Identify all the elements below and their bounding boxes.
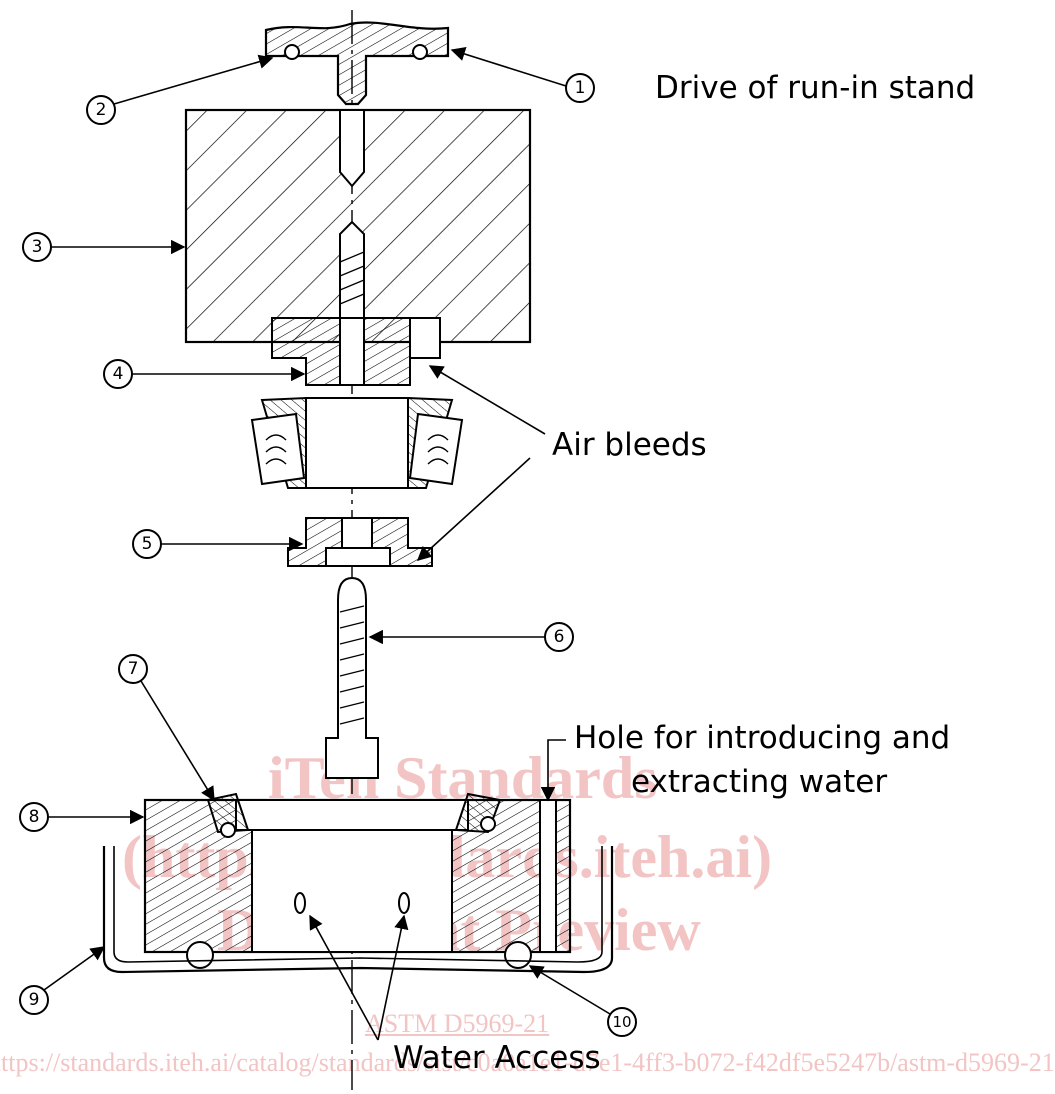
lower-cap [287,517,433,567]
callout-circles [19,73,637,1037]
bearing-unit [250,396,464,489]
drive-label: Drive of run-in stand [655,70,976,106]
callout-3: 3 [32,237,43,257]
callout-10: 10 [612,1013,631,1031]
callout-9: 9 [29,990,40,1010]
hole-label-line2: extracting water [631,764,888,800]
diagram-stage: iTeh Standards (https://standards.iteh.a… [0,10,1055,1090]
water-access-label: Water Access [393,1040,601,1076]
callout-6: 6 [554,627,565,647]
callout-2: 2 [96,100,107,120]
leader-lines [43,47,611,1041]
bolt [325,576,379,779]
callout-4: 4 [113,364,124,384]
drive-head [264,21,450,106]
callout-8: 8 [29,807,40,827]
upper-block [184,108,532,344]
hole-label-line1: Hole for introducing and [574,720,951,756]
callout-5: 5 [142,534,153,554]
base-tray [102,846,614,974]
assembly-drawing: 1 2 3 4 5 6 7 8 9 10 [19,10,637,1090]
callout-1: 1 [575,78,586,98]
watermark-standard: ASTM D5969-21 [365,1009,550,1038]
air-bleeds-label: Air bleeds [552,427,707,463]
watermark-url: https://standards.iteh.ai/catalog/standa… [0,1048,1055,1077]
lower-housing [143,792,572,969]
callout-7: 7 [128,659,139,679]
upper-cap [271,317,441,386]
